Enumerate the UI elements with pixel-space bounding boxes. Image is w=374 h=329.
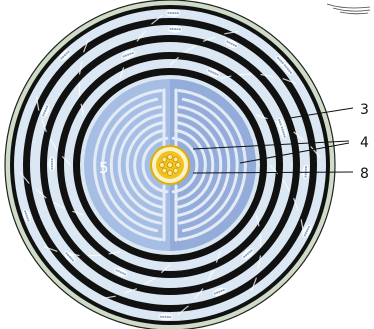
label-3: 3 xyxy=(360,102,369,118)
label-4: 4 xyxy=(360,135,369,151)
label-5: 5 xyxy=(99,159,109,177)
core-cell xyxy=(162,168,167,173)
core-cell xyxy=(176,163,181,168)
label-8: 8 xyxy=(360,166,369,182)
corner-sketch-mark xyxy=(327,4,370,14)
central-core xyxy=(151,146,189,184)
core-cell xyxy=(168,155,173,160)
core-cell xyxy=(162,157,167,162)
core-cell xyxy=(168,171,173,176)
core-cell xyxy=(173,157,178,162)
core-cell xyxy=(173,168,178,173)
core-cell xyxy=(160,163,165,168)
core-cell xyxy=(167,162,172,167)
